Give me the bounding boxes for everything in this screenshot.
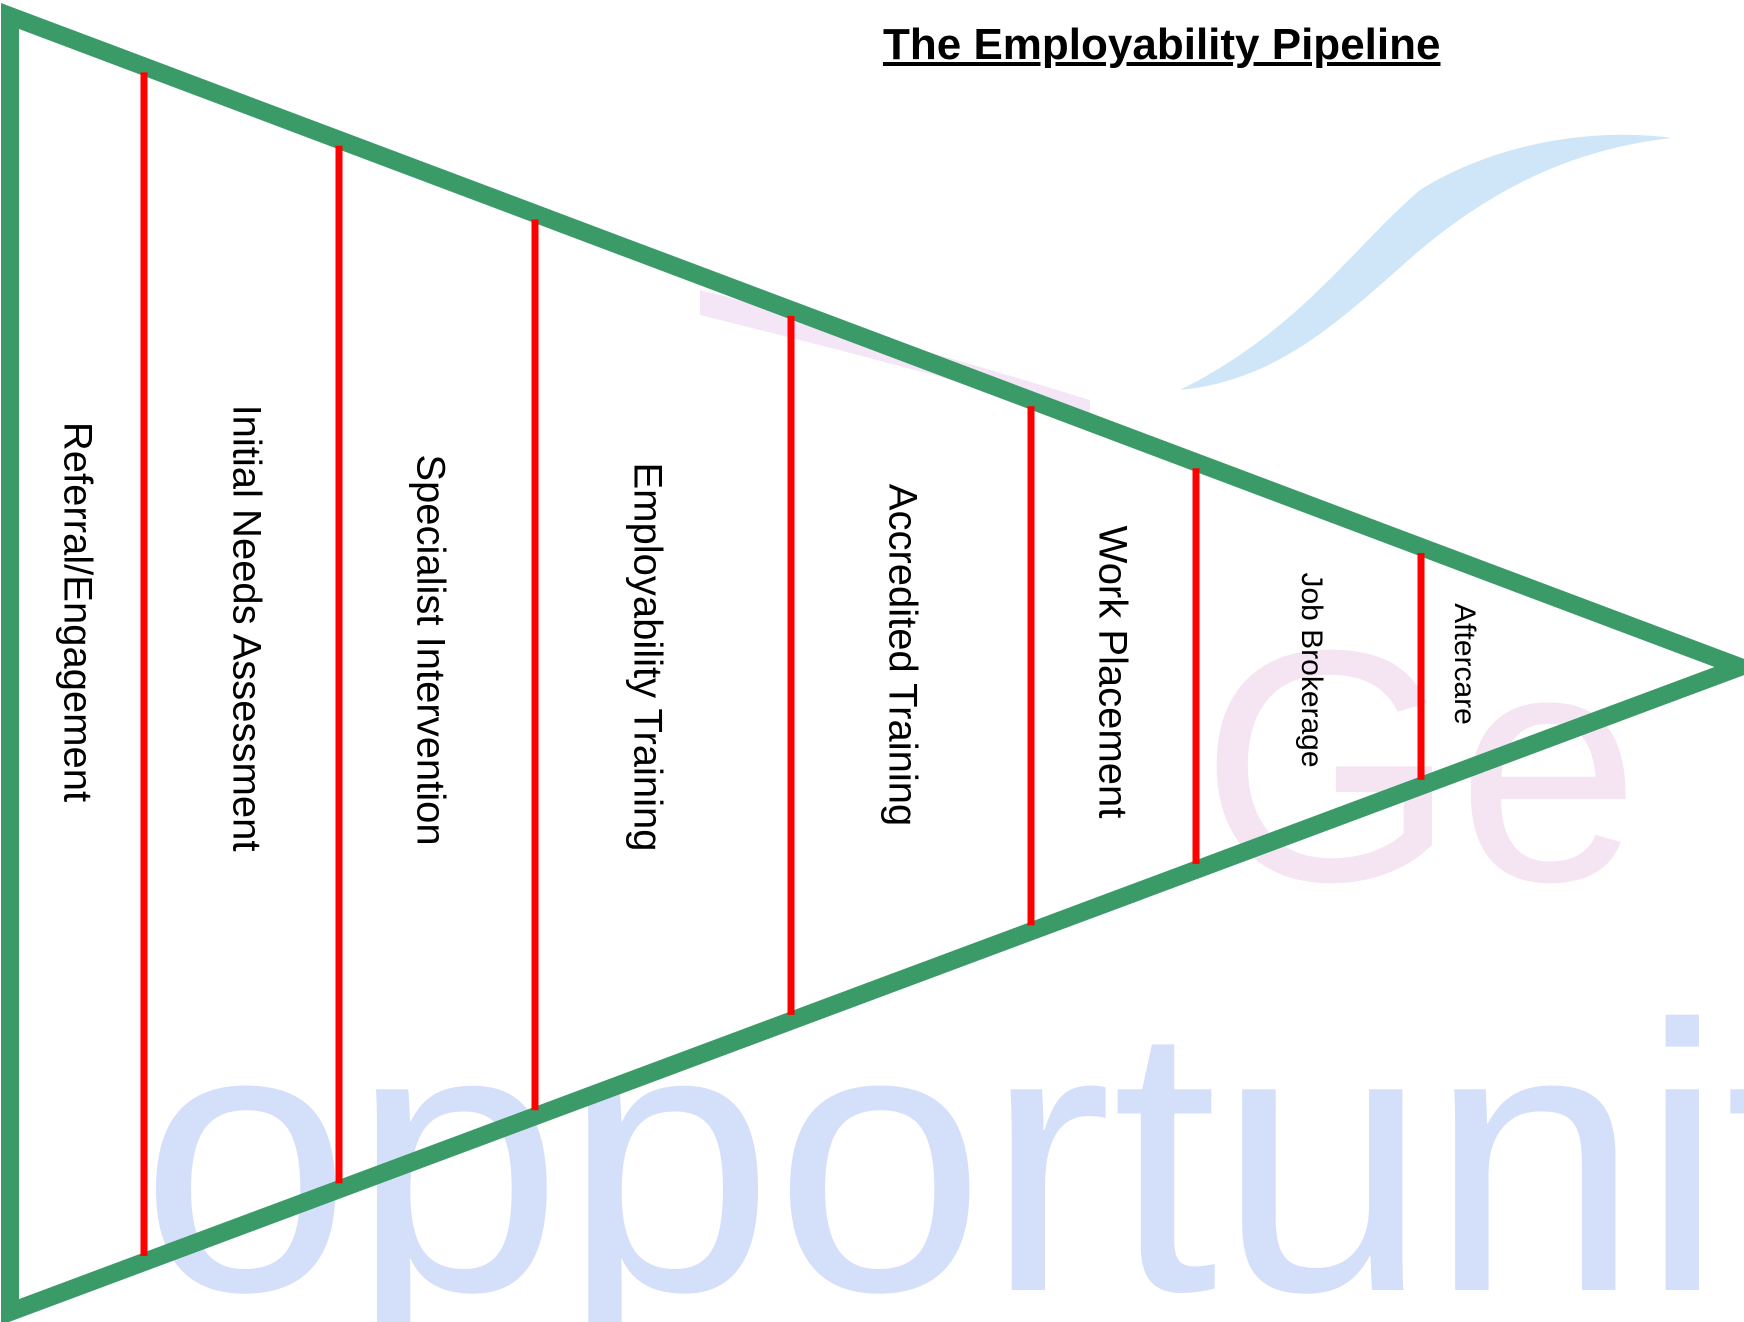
stage-label-aftercare: Aftercare: [1448, 603, 1481, 725]
stage-label-job-brokerage: Job Brokerage: [1295, 572, 1328, 767]
stage-label-employability-training: Employability Training: [625, 462, 669, 851]
stage-label-specialist-intervention: Specialist Intervention: [408, 454, 452, 845]
stage-dividers: [140, 72, 1425, 1257]
watermark-swoosh: [1180, 134, 1672, 390]
watermark-word-opportunities: opportunities: [140, 946, 1744, 1322]
diagram-title: The Employability Pipeline: [883, 20, 1441, 69]
stage-label-work-placement: Work Placement: [1090, 526, 1134, 819]
stage-label-initial-needs-assessment: Initial Needs Assessment: [224, 405, 268, 852]
stage-label-referral-engagement: Referral/Engagement: [55, 422, 99, 802]
stage-label-accredited-training: Accredited Training: [880, 484, 924, 826]
watermark-logo: opportunities Ge: [140, 134, 1744, 1322]
stage-labels: Referral/Engagement Initial Needs Assessm…: [55, 405, 1481, 852]
